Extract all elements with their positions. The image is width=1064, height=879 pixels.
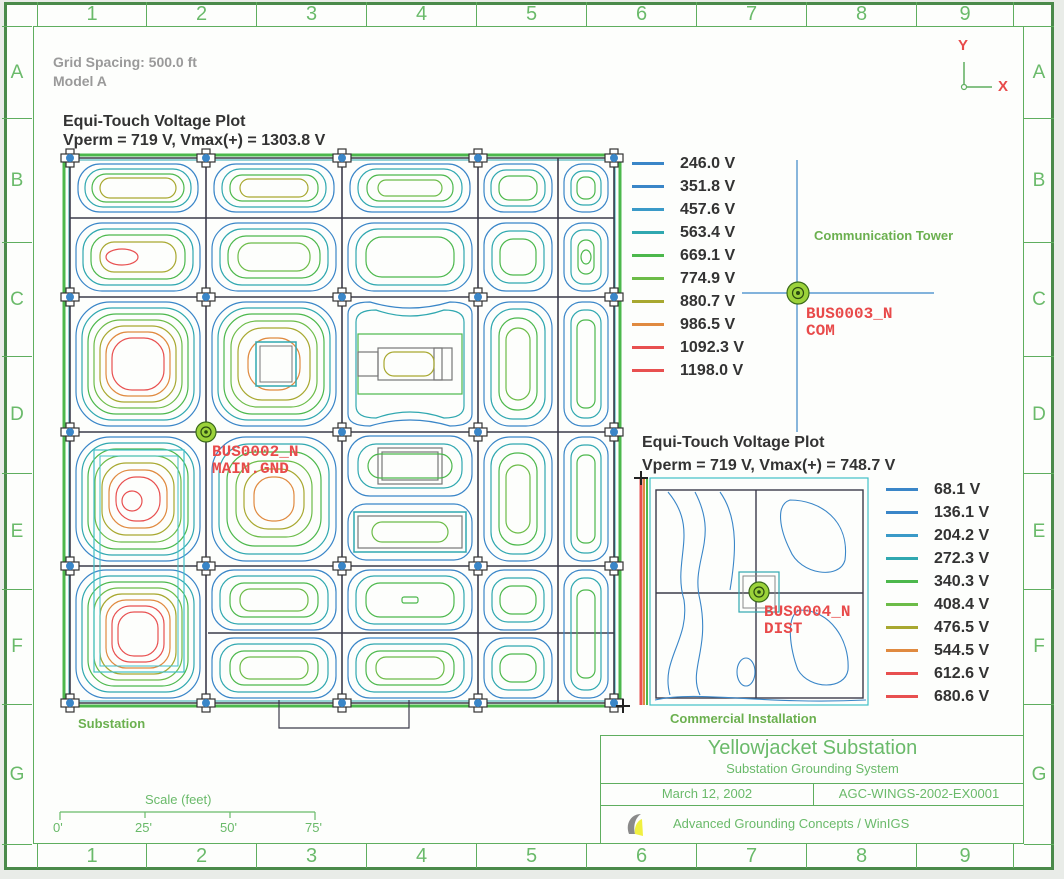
- scale-title: Scale (feet): [145, 792, 212, 807]
- y-axis-label: Y: [958, 37, 969, 54]
- row-label: C: [1024, 243, 1054, 357]
- scale-tick: 75': [305, 820, 322, 835]
- substation-label: Substation: [78, 716, 146, 731]
- column-label: 3: [257, 2, 367, 26]
- row-label: F: [2, 590, 32, 705]
- column-header-top: 1 2 3 4 5 6 7 8 9: [37, 2, 1014, 26]
- x-axis-label: X: [998, 78, 1009, 95]
- row-label: G: [1024, 705, 1054, 845]
- legend-item: 246.0 V: [632, 152, 744, 175]
- row-label: G: [2, 705, 32, 845]
- row-label: D: [2, 357, 32, 474]
- column-label: 7: [697, 844, 807, 868]
- legend-item: 1198.0 V: [632, 359, 744, 382]
- column-label: 5: [477, 844, 587, 868]
- legend-item: 351.8 V: [632, 175, 744, 198]
- title-block-project: Yellowjacket Substation Substation Groun…: [601, 736, 1024, 784]
- commercial-installation-label: Commercial Installation: [670, 711, 817, 726]
- company-name: Advanced Grounding Concepts / WinIGS: [673, 816, 910, 831]
- main-plot-subtitle: Vperm = 719 V, Vmax(+) = 1303.8 V: [63, 132, 326, 149]
- legend-item: 272.3 V: [886, 547, 989, 570]
- bus-label-main: BUS0002_N MAIN.GND: [212, 443, 299, 478]
- legend-item: 986.5 V: [632, 313, 744, 336]
- column-label: 8: [807, 2, 917, 26]
- legend-item: 680.6 V: [886, 685, 989, 708]
- drawing-border: [33, 26, 1024, 844]
- legend-item: 880.7 V: [632, 290, 744, 313]
- column-label: 4: [367, 844, 477, 868]
- column-header-bottom: 1 2 3 4 5 6 7 8 9: [37, 844, 1014, 868]
- legend-item: 669.1 V: [632, 244, 744, 267]
- row-label: E: [1024, 474, 1054, 590]
- row-label: A: [1024, 27, 1054, 119]
- bus-target-icon: [195, 421, 217, 443]
- secondary-plot-title: Equi-Touch Voltage Plot: [642, 434, 825, 451]
- column-label: 3: [257, 844, 367, 868]
- scale-tick: 0': [53, 820, 63, 835]
- secondary-plot-legend: 68.1 V 136.1 V 204.2 V 272.3 V 340.3 V 4…: [886, 478, 989, 708]
- column-label: 4: [367, 2, 477, 26]
- legend-item: 476.5 V: [886, 616, 989, 639]
- communication-tower-label: Communication Tower: [814, 228, 954, 243]
- project-description: Substation Grounding System: [726, 761, 899, 776]
- drawing-sheet: [4, 2, 1054, 870]
- legend-item: 457.6 V: [632, 198, 744, 221]
- legend-item: 563.4 V: [632, 221, 744, 244]
- legend-item: 544.5 V: [886, 639, 989, 662]
- column-label: 2: [147, 2, 257, 26]
- legend-item: 204.2 V: [886, 524, 989, 547]
- row-label: E: [2, 474, 32, 590]
- column-label: 6: [587, 844, 697, 868]
- bus-label-tower: BUS0003_N COM: [806, 305, 893, 340]
- scale-tick: 50': [220, 820, 237, 835]
- title-block: Yellowjacket Substation Substation Groun…: [600, 735, 1024, 844]
- legend-item: 136.1 V: [886, 501, 989, 524]
- row-label: F: [1024, 590, 1054, 705]
- row-label: D: [1024, 357, 1054, 474]
- legend-item: 774.9 V: [632, 267, 744, 290]
- main-plot-title: Equi-Touch Voltage Plot: [63, 113, 246, 130]
- scale-bar: Scale (feet) 0' 25' 50' 75': [53, 792, 322, 836]
- row-header-right: A B C D E F G: [1024, 26, 1054, 845]
- legend-item: 68.1 V: [886, 478, 989, 501]
- drawing-date: March 12, 2002: [601, 784, 814, 805]
- company-logo-icon: [627, 814, 643, 836]
- grid-spacing-note: Grid Spacing: 500.0 ft: [53, 54, 197, 70]
- legend-item: 612.6 V: [886, 662, 989, 685]
- column-label: 8: [807, 844, 917, 868]
- legend-item: 1092.3 V: [632, 336, 744, 359]
- model-note: Model A: [53, 73, 107, 89]
- title-block-company: Advanced Grounding Concepts / WinIGS: [601, 806, 1024, 843]
- legend-item: 340.3 V: [886, 570, 989, 593]
- column-label: 2: [147, 844, 257, 868]
- drawing-number: AGC-WINGS-2002-EX0001: [838, 786, 1000, 801]
- column-label: 7: [697, 2, 807, 26]
- column-label: 6: [587, 2, 697, 26]
- bus-label-secondary: BUS0004_N DIST: [764, 603, 851, 638]
- row-header-left: A B C D E F G: [2, 26, 32, 845]
- legend-item: 408.4 V: [886, 593, 989, 616]
- column-label: 9: [917, 2, 1014, 26]
- column-label: 1: [37, 2, 147, 26]
- row-label: B: [1024, 119, 1054, 243]
- row-label: B: [2, 119, 32, 243]
- row-label: A: [2, 27, 32, 119]
- row-label: C: [2, 243, 32, 357]
- project-name: Yellowjacket Substation: [707, 737, 918, 759]
- column-label: 1: [37, 844, 147, 868]
- column-label: 5: [477, 2, 587, 26]
- scale-tick: 25': [135, 820, 152, 835]
- column-label: 9: [917, 844, 1014, 868]
- title-block-info: March 12, 2002 AGC-WINGS-2002-EX0001: [601, 784, 1024, 806]
- main-plot-legend: 246.0 V 351.8 V 457.6 V 563.4 V 669.1 V …: [632, 152, 744, 382]
- secondary-plot-subtitle: Vperm = 719 V, Vmax(+) = 748.7 V: [642, 457, 896, 474]
